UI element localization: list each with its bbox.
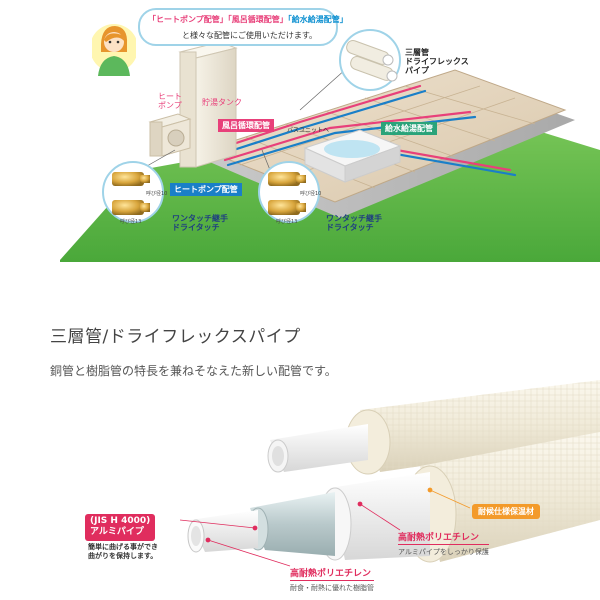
bubble-pipe-types: 「ヒートポンプ配管」「風呂循環配管」「給水給湯配管」 [148, 14, 348, 25]
aluminium-pipe-standard: (JIS H 4000) [90, 516, 151, 526]
insulation-leader [427, 487, 471, 509]
leader-lines [179, 501, 401, 567]
outer-pe-title: 高耐熱ポリエチレン [398, 530, 489, 545]
inner-pe-subtitle: 耐食・耐熱に優れた樹脂管 [290, 584, 374, 592]
pipe-cross-section-diagram: 耐候仕様保温材 (JIS H 4000) アルミパイプ 簡単に曲げる事ができ 曲… [0, 380, 600, 600]
hot-water-tank [178, 41, 238, 168]
outer-pe-label: 高耐熱ポリエチレン アルミパイプをしっかり保護 [398, 530, 489, 557]
speech-bubble: 「ヒートポンプ配管」「風呂循環配管」「給水給湯配管」 と様々な配管にご使用いただ… [138, 8, 348, 46]
left-size-10: 呼び径10 [146, 191, 168, 197]
bath-circulation-tag: 風呂循環配管 [218, 119, 274, 132]
house-floor-illustration [60, 29, 600, 262]
bath-unit-label: バスユニットへ [287, 127, 330, 134]
upper-pipe [267, 380, 600, 475]
bubble-bath-pipe: 「風呂循環配管」 [227, 15, 288, 24]
lower-pipe [187, 432, 600, 563]
inner-pe-label: 高耐熱ポリエチレン 耐食・耐熱に優れた樹脂管 [290, 566, 374, 593]
aluminium-pipe-note: 簡単に曲げる事ができ 曲がりを保持します。 [88, 543, 158, 561]
section-title: 三層管/ドライフレックスパイプ [50, 327, 301, 347]
right-size-10: 呼び径10 [300, 191, 322, 197]
right-fitting-caption: ワンタッチ継手 ドライタッチ [326, 214, 382, 233]
brass-fittings [112, 172, 306, 215]
aluminium-pipe-badge: (JIS H 4000) アルミパイプ [85, 514, 156, 541]
bubble-water-pipe: 「給水給湯配管」 [287, 15, 348, 24]
bath-unit [303, 129, 402, 183]
left-size-13: 呼び径13 [120, 219, 142, 225]
bubble-text: と様々な配管にご使用いただけます。 [182, 31, 318, 40]
heat-pump-label: ヒート ポンプ [158, 92, 182, 111]
insulation-label: 耐候仕様保温材 [472, 504, 540, 519]
heat-pump-pipe-tag: ヒートポンプ配管 [170, 183, 242, 196]
inner-pe-title: 高耐熱ポリエチレン [290, 566, 374, 581]
installation-illustration: 「ヒートポンプ配管」「風呂循環配管」「給水給湯配管」 と様々な配管にご使用いただ… [0, 0, 600, 262]
outer-pe-subtitle: アルミパイプをしっかり保護 [398, 548, 489, 556]
aluminium-pipe-title: アルミパイプ [90, 527, 144, 538]
advisor-avatar-icon [92, 24, 136, 76]
section-description: 銅管と樹脂管の特長を兼ねそなえた新しい配管です。 [50, 364, 337, 378]
pipe-layers-illustration [179, 380, 600, 567]
water-supply-tag: 給水給湯配管 [381, 122, 437, 135]
hot-water-tank-label: 貯湯タンク [202, 98, 242, 107]
heat-pump-unit [148, 113, 192, 157]
left-fitting-caption: ワンタッチ継手 ドライタッチ [172, 214, 228, 233]
callout-pipes [346, 40, 398, 82]
triple-pipe-label: 三層管 ドライフレックス パイプ [405, 48, 469, 76]
right-size-13: 呼び径13 [276, 219, 298, 225]
bubble-heat-pump-pipe: 「ヒートポンプ配管」 [148, 15, 228, 24]
